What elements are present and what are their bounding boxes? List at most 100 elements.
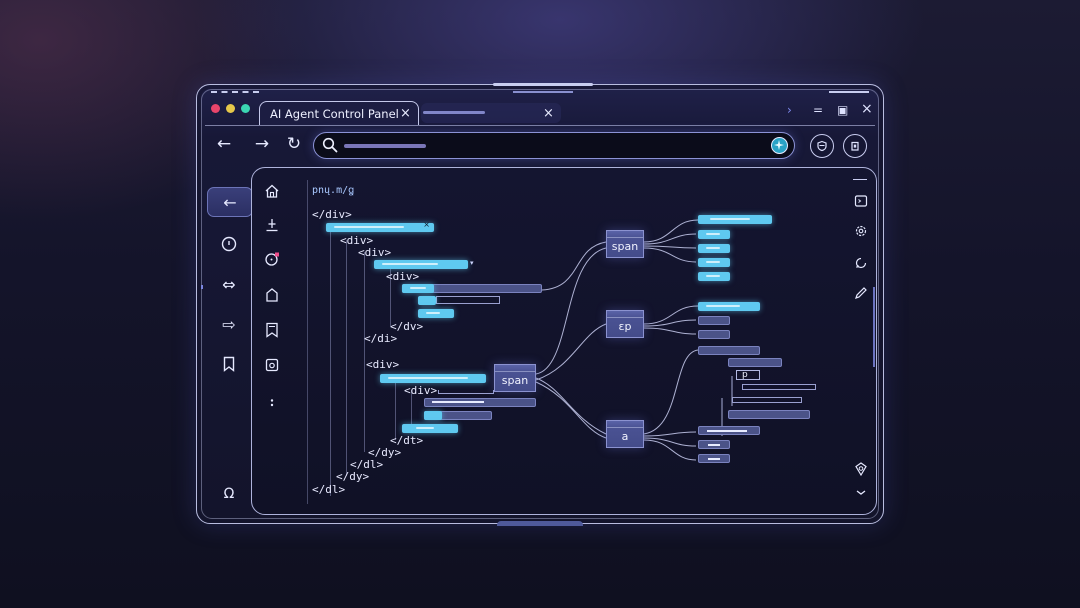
scroll-indicator — [201, 285, 203, 289]
highlighted-element[interactable] — [374, 260, 468, 269]
panel-toolbar — [252, 168, 304, 514]
tree-node-line[interactable]: </div> — [312, 208, 352, 221]
back-button[interactable]: ← — [216, 134, 232, 154]
extensions-button[interactable] — [843, 134, 867, 158]
left-sidebar: ← ⇔ ⇨ Ω — [205, 169, 253, 513]
leaf-element[interactable] — [698, 440, 730, 449]
tag-icon[interactable] — [263, 286, 281, 304]
node-label: span — [501, 373, 529, 387]
sidebar-support-button[interactable]: Ω — [209, 479, 249, 509]
tree-node-line[interactable]: </dl> — [312, 483, 346, 496]
highlighted-element[interactable] — [402, 284, 434, 293]
leaf-element[interactable] — [698, 272, 730, 281]
shield-button[interactable] — [810, 134, 834, 158]
home-icon[interactable] — [263, 182, 281, 200]
highlighted-element[interactable] — [424, 411, 442, 420]
reload-button[interactable]: ↻ — [286, 134, 302, 154]
minimize-icon[interactable]: = — [813, 103, 824, 117]
bookmark-icon[interactable] — [263, 321, 281, 339]
leaf-element[interactable] — [698, 258, 730, 267]
browser-window: AI Agent Control Panel × × › = ▣ × ← → ↻ — [196, 83, 884, 526]
leaf-element[interactable] — [728, 410, 810, 419]
tab-title-placeholder — [423, 111, 485, 114]
graph-node-span[interactable]: span — [606, 230, 644, 258]
more-vertical-icon[interactable] — [263, 394, 281, 412]
camera-icon[interactable] — [263, 356, 281, 374]
highlighted-element[interactable] — [402, 424, 458, 433]
agent-cursor-icon[interactable]: › — [787, 103, 792, 117]
sidebar-info-button[interactable] — [209, 229, 249, 259]
leaf-element[interactable] — [698, 302, 760, 311]
sidebar-swap-button[interactable]: ⇔ — [209, 269, 249, 299]
graph-node-p[interactable]: ɛp — [606, 310, 644, 338]
close-window-dot[interactable] — [211, 104, 220, 113]
tree-node-line[interactable]: </dt> — [390, 434, 424, 447]
leaf-element[interactable] — [698, 454, 730, 463]
target-icon[interactable] — [263, 250, 281, 268]
sparkle-icon — [774, 140, 784, 150]
leaf-element[interactable] — [698, 316, 730, 325]
tree-node-line[interactable]: </dy> — [336, 470, 370, 483]
chevron-down-icon[interactable] — [853, 485, 869, 501]
window-top-notch-inner — [513, 91, 573, 93]
tree-node-line[interactable]: <div> — [404, 384, 438, 397]
maximize-icon[interactable]: ▣ — [837, 103, 849, 117]
settings-gear-icon[interactable] — [853, 223, 869, 239]
tab-close-icon[interactable]: × — [400, 106, 411, 121]
sidebar-back-button[interactable]: ← — [207, 187, 253, 217]
dom-path-breadcrumb[interactable]: pnų.m/ꬶ — [312, 185, 355, 196]
refresh-icon[interactable] — [853, 255, 869, 271]
highlighted-element[interactable] — [380, 374, 486, 383]
leaf-element[interactable] — [698, 244, 730, 253]
highlighted-element[interactable] — [418, 296, 436, 305]
node-label: span — [611, 239, 639, 253]
window-bottom-handle[interactable] — [497, 521, 583, 526]
tree-guide — [395, 378, 396, 440]
tree-node-line[interactable]: </dv> — [390, 320, 424, 333]
ai-assist-button[interactable] — [771, 137, 788, 154]
leaf-element[interactable] — [698, 346, 760, 355]
leaf-element[interactable] — [742, 384, 816, 390]
graph-node-span[interactable]: span — [494, 364, 536, 392]
tab-secondary[interactable] — [421, 103, 561, 123]
shield-icon[interactable] — [853, 461, 869, 477]
tree-node-line[interactable]: </dy> — [368, 446, 402, 459]
bookmark-icon — [223, 356, 235, 372]
right-toolbar — [845, 177, 877, 517]
graph-node-p[interactable]: p — [736, 370, 760, 380]
close-icon[interactable]: × — [861, 101, 873, 117]
forward-arrow-icon: ⇨ — [222, 314, 236, 334]
pencil-icon[interactable] — [853, 285, 869, 301]
address-bar[interactable] — [313, 132, 795, 159]
node-label: ɛp — [618, 319, 632, 333]
tab-close-icon[interactable]: × — [543, 106, 554, 121]
tree-node-line[interactable]: <div> — [340, 234, 374, 247]
leaf-element[interactable] — [698, 230, 730, 239]
leaf-element[interactable] — [698, 330, 730, 339]
tree-node-line[interactable]: <div> — [366, 358, 400, 371]
tree-node-line[interactable]: <div> — [358, 246, 392, 259]
graph-node-a[interactable]: a — [606, 420, 644, 448]
leaf-element[interactable] — [698, 426, 760, 435]
title-bar: AI Agent Control Panel × × › = ▣ × — [197, 85, 883, 125]
scrollbar-thumb[interactable] — [873, 287, 875, 367]
sidebar-forward-button[interactable]: ⇨ — [209, 309, 249, 339]
terminal-icon[interactable] — [853, 193, 869, 209]
tree-node-line[interactable]: </dl> — [350, 458, 384, 471]
leaf-element[interactable] — [698, 215, 772, 224]
tree-node-line[interactable]: </di> — [364, 332, 398, 345]
leaf-element[interactable] — [728, 358, 782, 367]
highlighted-element[interactable] — [418, 309, 454, 318]
minimize-window-dot[interactable] — [226, 104, 235, 113]
maximize-window-dot[interactable] — [241, 104, 250, 113]
highlighted-element[interactable]: × — [326, 220, 434, 232]
leaf-element[interactable] — [732, 397, 802, 403]
sidebar-bookmark-button[interactable] — [209, 349, 249, 379]
tab-ai-agent-control-panel[interactable]: AI Agent Control Panel — [259, 101, 419, 125]
node-label: a — [621, 429, 629, 443]
tree-node-line[interactable]: <div> — [386, 270, 420, 283]
upload-icon[interactable] — [263, 216, 281, 234]
close-icon[interactable]: × — [423, 220, 430, 229]
element-bar[interactable] — [436, 296, 500, 304]
forward-button[interactable]: → — [254, 134, 270, 154]
